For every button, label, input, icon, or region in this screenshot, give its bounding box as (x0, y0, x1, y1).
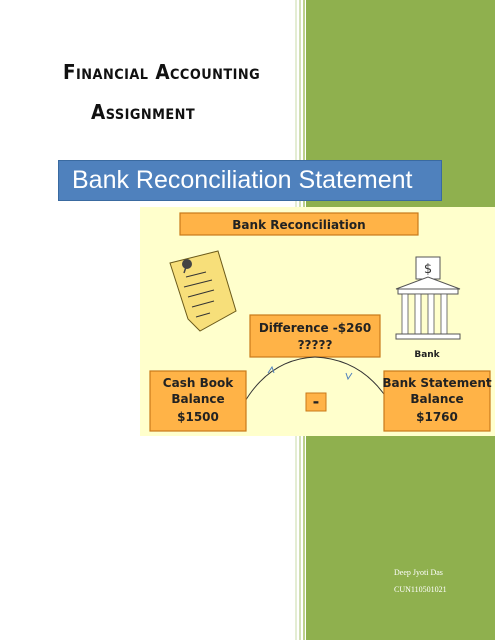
header-box (179, 212, 419, 236)
minus-operator: - (313, 392, 320, 411)
difference-label: Difference -$260 (259, 321, 371, 335)
statement-value: $1760 (416, 410, 458, 424)
author-id: CUN110501021 (394, 585, 447, 594)
right-arrow (314, 356, 387, 398)
title-line-1: Financial Accounting (63, 60, 261, 84)
cashbook-balance-label: Balance (171, 392, 224, 406)
banner-title: Bank Reconciliation Statement (72, 166, 413, 194)
statement-balance-label: Balance (410, 392, 463, 406)
title-banner: Bank Reconciliation Statement (58, 160, 442, 201)
author-name: Deep Jyoti Das (394, 568, 443, 577)
pin-icon (182, 259, 192, 274)
bank-dollar-sign: $ (424, 262, 432, 277)
statement-label: Bank Statement (382, 376, 491, 390)
cashbook-box (149, 370, 247, 432)
left-arrow (243, 356, 316, 404)
difference-question: ????? (298, 338, 333, 352)
difference-box (249, 314, 381, 358)
cashbook-value: $1500 (177, 410, 219, 424)
bank-label: Bank (414, 350, 440, 360)
statement-box (383, 370, 491, 432)
cashbook-label: Cash Book (163, 376, 234, 390)
bank-building-icon: $ (395, 256, 461, 340)
header-label: Bank Reconciliation (232, 218, 365, 232)
sticky-note-icon (169, 250, 237, 332)
reconciliation-diagram: Bank Reconciliation $ Bank Difference -$… (140, 207, 495, 436)
minus-operator-box (305, 392, 327, 412)
title-line-2: Assignment (91, 100, 196, 124)
